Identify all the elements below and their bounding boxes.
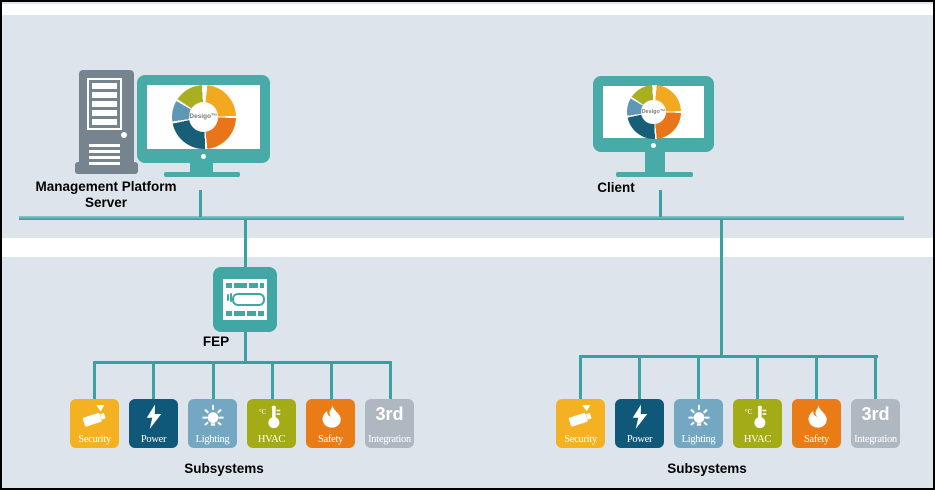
monitor-dot [651, 143, 656, 148]
server-label-line2: Server [84, 195, 128, 210]
subsystem-tile-label: Safety [803, 434, 830, 445]
desigo-wheel-center-label: Desigo™ [641, 99, 666, 125]
fep-device-icon [213, 267, 277, 332]
network-bus-line [19, 216, 904, 220]
subsystem-tile-security: Security [556, 399, 605, 448]
subsystem-tile-3rd-integration: 3rd Integration [365, 399, 414, 448]
cctv-camera-icon [80, 402, 110, 437]
fep-downlink-line [244, 332, 247, 362]
subsystem-tile-label: Power [140, 434, 167, 445]
subsystem-tile-3rd-integration: 3rd Integration [851, 399, 900, 448]
subsystem-tile-hvac: °C HVAC [247, 399, 296, 448]
lightning-bolt-icon [625, 402, 655, 437]
third-party-text: 3rd [375, 404, 404, 424]
subsystem-tile-security: Security [70, 399, 119, 448]
fep-signal-mark [230, 293, 232, 302]
svg-text:°C: °C [744, 409, 752, 416]
fep-label: FEP [202, 334, 230, 349]
desigo-wheel-center-label: Desigo™ [188, 102, 219, 132]
client-drop-line [659, 190, 662, 217]
client-monitor-stand-neck [645, 152, 665, 172]
server-monitor-stand-base [164, 172, 240, 177]
subsystems-title-left: Subsystems [184, 461, 264, 476]
subsystem-tile-lighting: Lighting [674, 399, 723, 448]
subsystem-tile-label: Security [564, 434, 597, 445]
thermometer-icon: °C [743, 402, 773, 437]
subsystem-drop-line [271, 361, 274, 399]
subsystems-title-right: Subsystems [667, 461, 747, 476]
subsystem-drop-line [152, 361, 155, 399]
fep-uplink-line [244, 219, 247, 267]
desigo-wheel: Desigo™ [626, 85, 681, 139]
server-label: Management Platform Server [16, 179, 196, 211]
flame-icon [316, 402, 346, 437]
server-monitor-icon: Desigo™ [137, 75, 270, 163]
subsystem-tile-label: HVAC [257, 434, 286, 445]
light-bulb-icon [684, 402, 714, 437]
subsystem-tile-power: Power [129, 399, 178, 448]
middle-divider-band [2, 238, 933, 257]
left-subsystem-bus-line [93, 361, 392, 364]
subsystem-tile-safety: Safety [306, 399, 355, 448]
client-monitor-icon: Desigo™ [593, 76, 714, 152]
server-label-line1: Management Platform [35, 179, 177, 194]
subsystem-tile-label: Lighting [195, 434, 230, 445]
subsystem-drop-line [815, 355, 818, 399]
server-vents [89, 144, 120, 165]
desigo-wheel: Desigo™ [171, 85, 236, 149]
subsystem-tile-lighting: Lighting [188, 399, 237, 448]
client-label: Client [597, 180, 635, 195]
subsystem-drop-line [330, 361, 333, 399]
svg-text:°C: °C [258, 409, 266, 416]
subsystem-tile-label: Lighting [681, 434, 716, 445]
fep-device-face [223, 279, 267, 320]
client-monitor-screen: Desigo™ [603, 85, 704, 139]
server-monitor-stand-neck [190, 163, 213, 173]
subsystem-tile-label: HVAC [743, 434, 772, 445]
subsystem-tile-label: Integration [854, 434, 897, 445]
subsystem-drop-line [756, 355, 759, 399]
right-subsystems-uplink-line [720, 219, 723, 356]
subsystem-tile-label: Integration [368, 434, 411, 445]
subsystem-drop-line [697, 355, 700, 399]
thermometer-icon: °C [257, 402, 287, 437]
right-subsystem-bus-line [579, 355, 878, 358]
lightning-bolt-icon [139, 402, 169, 437]
server-tower-icon [79, 70, 134, 170]
subsystem-drop-line [389, 361, 392, 399]
monitor-dot [201, 154, 206, 159]
subsystem-drop-line [874, 355, 877, 399]
server-monitor-screen: Desigo™ [147, 85, 260, 149]
subsystem-drop-line [212, 361, 215, 399]
subsystem-tile-label: Safety [317, 434, 344, 445]
server-drop-line [199, 190, 202, 217]
light-bulb-icon [198, 402, 228, 437]
top-divider-band [2, 4, 933, 15]
subsystem-tile-safety: Safety [792, 399, 841, 448]
subsystem-tile-power: Power [615, 399, 664, 448]
subsystem-tile-label: Power [626, 434, 653, 445]
flame-icon [802, 402, 832, 437]
client-monitor-stand-base [616, 172, 693, 177]
subsystem-drop-line [638, 355, 641, 399]
third-party-text: 3rd [861, 404, 890, 424]
subsystem-tile-label: Security [78, 434, 111, 445]
subsystem-drop-line [579, 355, 582, 399]
fep-signal-mark [227, 294, 229, 301]
subsystem-tile-hvac: °C HVAC [733, 399, 782, 448]
subsystem-drop-line [93, 361, 96, 399]
server-power-button-icon [121, 132, 127, 138]
fep-lamp-bar [232, 293, 265, 306]
server-drive-bays [87, 78, 122, 130]
cctv-camera-icon [566, 402, 596, 437]
